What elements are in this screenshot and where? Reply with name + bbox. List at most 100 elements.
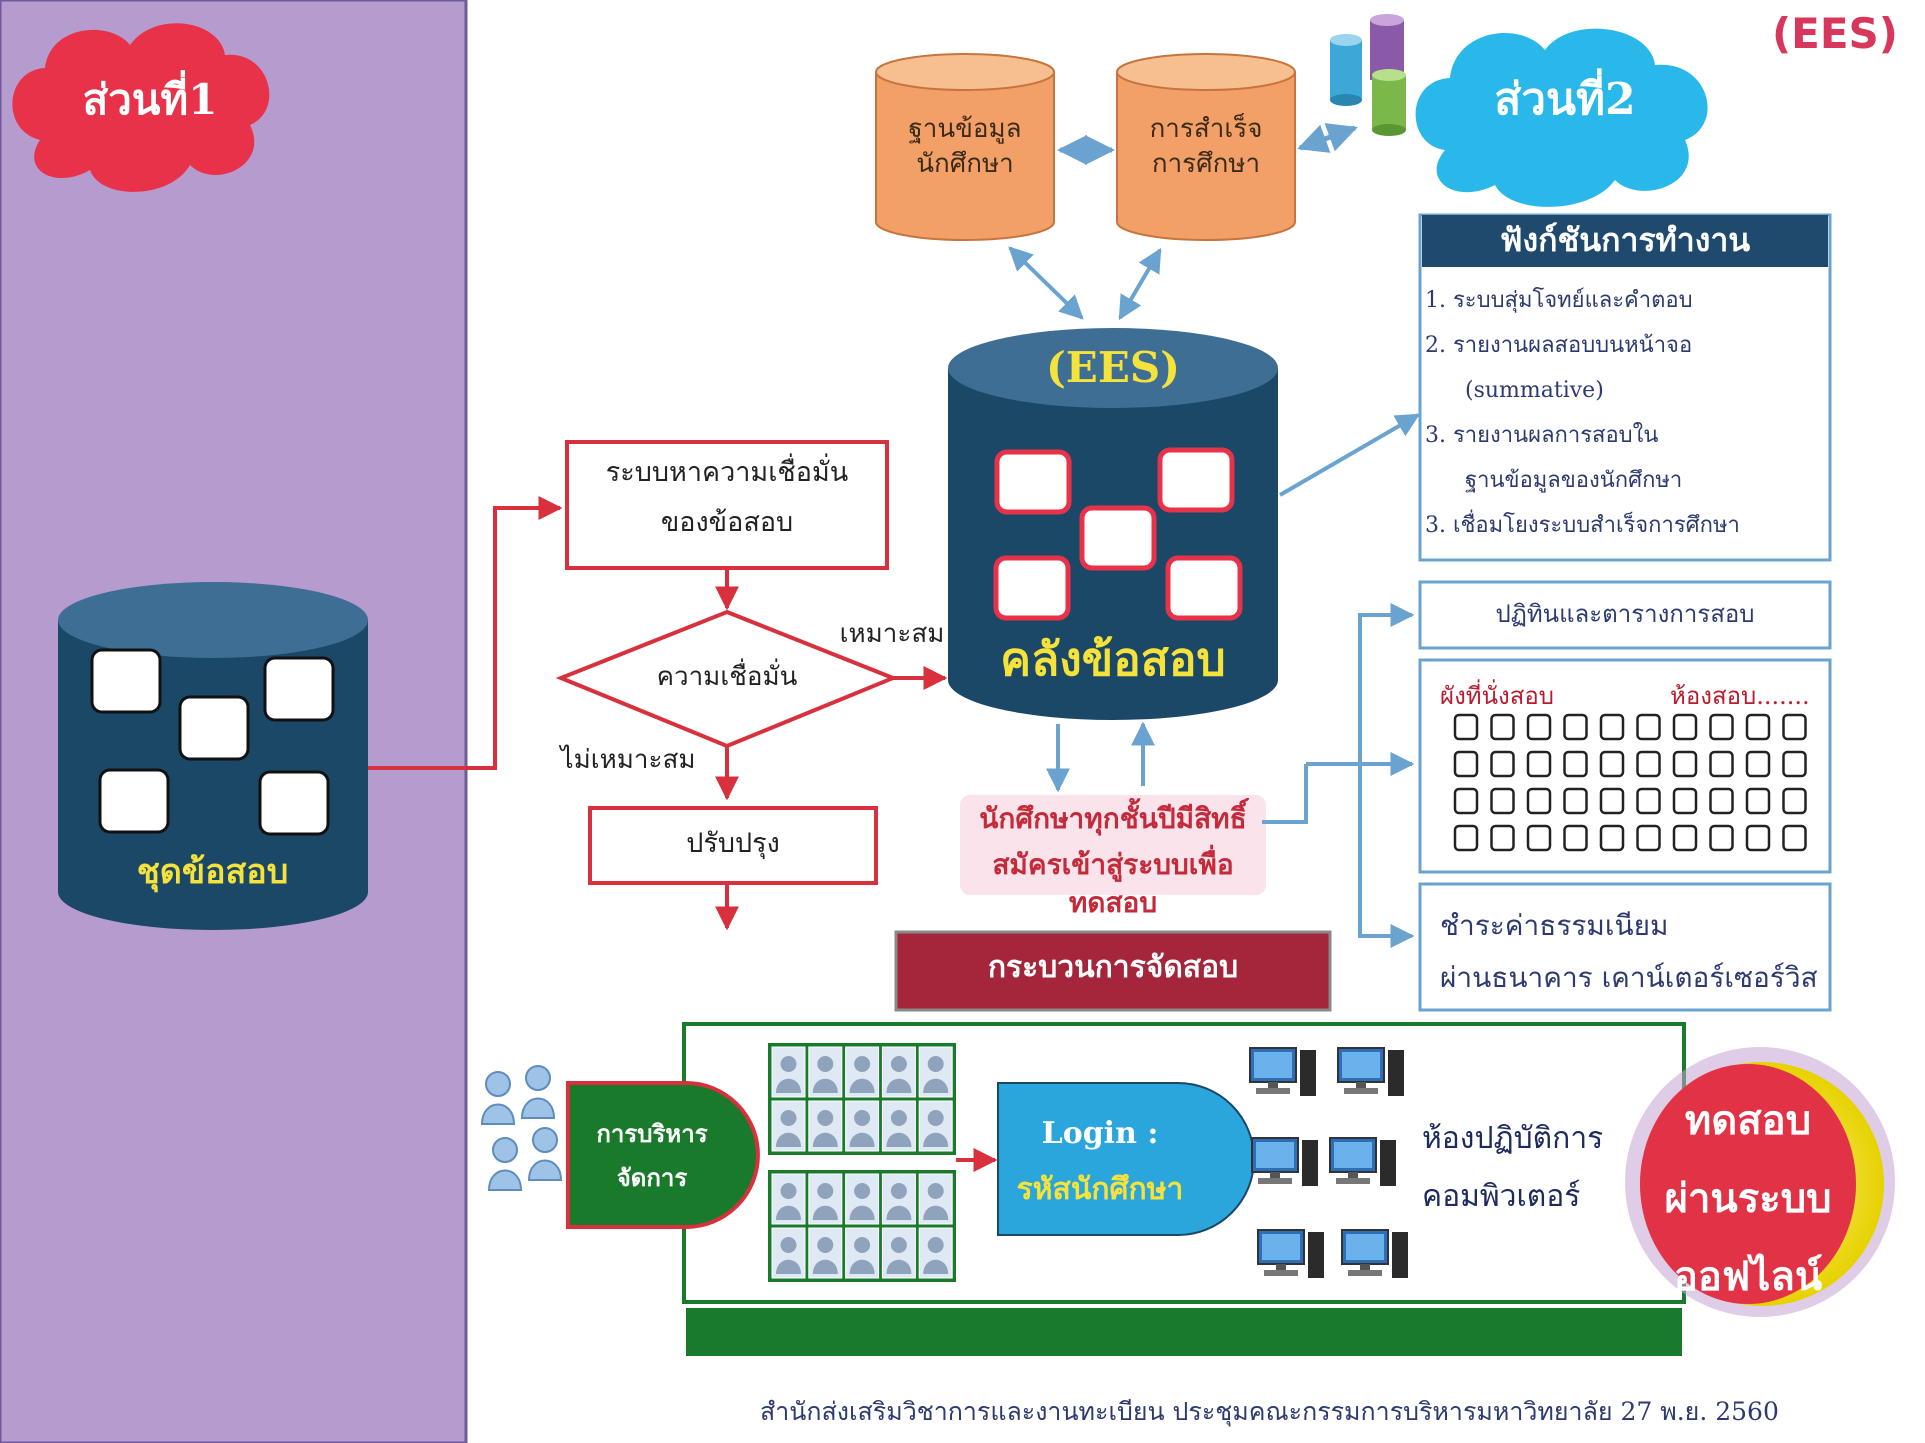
- graduation-line1: การสำเร็จ: [1149, 114, 1263, 144]
- seat-icon: [1782, 787, 1807, 815]
- seat-icon: [1672, 824, 1698, 852]
- fee-box: [1418, 882, 1832, 1012]
- seat-icon: [1563, 750, 1588, 778]
- seat-icon: [1453, 750, 1479, 778]
- computer-lab-icons: [1249, 1047, 1408, 1278]
- student-photo-icon: [845, 1227, 880, 1279]
- student-photo-icon: [771, 1173, 806, 1225]
- offline-test-line1: ทดสอบ: [1684, 1098, 1812, 1144]
- function-item: 3. เชื่อมโยงระบบสำเร็จการศึกษา: [1425, 513, 1740, 538]
- process-frame-base: [686, 1308, 1682, 1356]
- seat-icon: [1745, 787, 1771, 815]
- computer-icon: [1257, 1229, 1324, 1278]
- student-photo-grid: [768, 1043, 956, 1282]
- offline-test-line3: ออฟไลน์: [1673, 1254, 1823, 1300]
- part1-label: ส่วนที่1: [82, 75, 218, 124]
- ees-watermark: (EES): [1771, 9, 1899, 58]
- students-right-line1: นักศึกษาทุกชั้นปีมีสิทธิ์: [979, 802, 1247, 835]
- student-photo-icon: [771, 1100, 806, 1152]
- student-db-line1: ฐานข้อมูล: [908, 114, 1022, 144]
- student-photo-icon: [771, 1227, 806, 1279]
- seat-icon: [1563, 787, 1588, 815]
- seat-icon: [1526, 750, 1552, 778]
- students-right-line2: สมัครเข้าสู่ระบบเพื่อทดสอบ: [992, 847, 1234, 919]
- seat-icon: [1453, 787, 1479, 815]
- student-photo-icon: [881, 1227, 916, 1279]
- admin-line2: จัดการ: [616, 1164, 688, 1192]
- seat-icon: [1490, 787, 1515, 815]
- reliability-line1: ระบบหาความเชื่อมั่น: [605, 457, 849, 488]
- footer-text: สำนักส่งเสริมวิชาการและงานทะเบียน ประชุม…: [760, 1397, 1779, 1426]
- functions-title-bar: [1422, 215, 1828, 267]
- students-branch-line: [1262, 764, 1308, 824]
- calendar-label: ปฏิทินและตารางการสอบ: [1495, 600, 1755, 628]
- student-photo-icon: [808, 1227, 843, 1279]
- students-right-label: นักศึกษาทุกชั้นปีมีสิทธิ์ สมัครเข้าสู่ระ…: [962, 800, 1264, 921]
- lab-label: ห้องปฏิบัติการ คอมพิวเตอร์: [1422, 1110, 1603, 1226]
- exam-set-label: ชุดข้อสอบ: [136, 852, 289, 892]
- calendar-box: [1418, 580, 1832, 650]
- bank-functions-arrow: [1278, 413, 1421, 497]
- reliability-line2: ของข้อสอบ: [660, 507, 794, 539]
- seat-grid: [1453, 713, 1807, 852]
- student-photo-icon: [918, 1173, 953, 1225]
- studentdb-bank-arrow: [1008, 246, 1084, 320]
- login-label: Login : รหัสนักศึกษา: [1000, 1106, 1200, 1218]
- seat-icon: [1782, 824, 1807, 852]
- student-photo-icon: [845, 1046, 880, 1098]
- bank-label: คลังข้อสอบ: [1000, 632, 1226, 686]
- seat-icon: [1672, 787, 1698, 815]
- function-item: 2. รายงานผลสอบบนหน้าจอ: [1425, 333, 1693, 358]
- process-banner: [894, 930, 1332, 1012]
- small-db-cylinders-icon: [1330, 14, 1406, 136]
- offline-test-line2: ผ่านระบบ: [1664, 1176, 1832, 1222]
- graduation-cylinder: [1116, 53, 1296, 241]
- computer-icon: [1329, 1137, 1396, 1186]
- student-photo-icon: [845, 1173, 880, 1225]
- student-photo-icon: [808, 1100, 843, 1152]
- lab-line1: ห้องปฏิบัติการ: [1422, 1121, 1604, 1156]
- student-photo-icon: [771, 1046, 806, 1098]
- graduation-part2-arrow: [1297, 123, 1358, 153]
- seat-icon: [1526, 713, 1552, 741]
- admin-shape: [566, 1081, 760, 1229]
- student-db-label: ฐานข้อมูล นักศึกษา: [880, 112, 1050, 182]
- computer-icon: [1249, 1047, 1316, 1096]
- seat-icon: [1745, 824, 1771, 852]
- seat-icon: [1709, 750, 1734, 778]
- function-item: 3. รายงานผลการสอบใน: [1425, 423, 1659, 448]
- student-photo-icon: [881, 1046, 916, 1098]
- seat-icon: [1453, 824, 1479, 852]
- part2-label: ส่วนที่2: [1494, 74, 1636, 125]
- reliability-box: [565, 440, 889, 570]
- student-photo-icon: [918, 1227, 953, 1279]
- seat-icon: [1526, 787, 1552, 815]
- seat-icon: [1490, 750, 1515, 778]
- student-photo-icon: [808, 1046, 843, 1098]
- student-photo-icon: [918, 1100, 953, 1152]
- seat-icon: [1490, 824, 1515, 852]
- admin-line1: การบริหาร: [596, 1120, 708, 1148]
- process-label: กระบวนการจัดสอบ: [987, 950, 1239, 985]
- seat-icon: [1636, 750, 1661, 778]
- branch-calendar-arrow: [1306, 603, 1415, 766]
- fee-line1: ชำระค่าธรรมเนียม: [1440, 909, 1669, 942]
- student-photo-icon: [808, 1173, 843, 1225]
- offline-test-badge: [1625, 1047, 1895, 1317]
- student-photo-icon: [881, 1100, 916, 1152]
- login-line2: รหัสนักศึกษา: [1016, 1172, 1184, 1207]
- computer-icon: [1341, 1229, 1408, 1278]
- seat-icon: [1526, 824, 1552, 852]
- offline-test-label: ทดสอบ ผ่านระบบ ออฟไลน์: [1640, 1082, 1856, 1316]
- part2-cloud: [1415, 28, 1708, 207]
- fee-line2: ผ่านธนาคาร เคาน์เตอร์เซอร์วิส: [1440, 961, 1818, 994]
- seat-icon: [1453, 713, 1479, 741]
- fee-label: ชำระค่าธรรมเนียม ผ่านธนาคาร เคาน์เตอร์เซ…: [1440, 900, 1818, 1004]
- student-photo-icon: [845, 1100, 880, 1152]
- admin-label: การบริหาร จัดการ: [572, 1112, 732, 1200]
- student-photo-icon: [918, 1046, 953, 1098]
- graduation-bank-arrow: [1118, 247, 1162, 321]
- seat-icon: [1709, 787, 1734, 815]
- seat-icon: [1745, 750, 1771, 778]
